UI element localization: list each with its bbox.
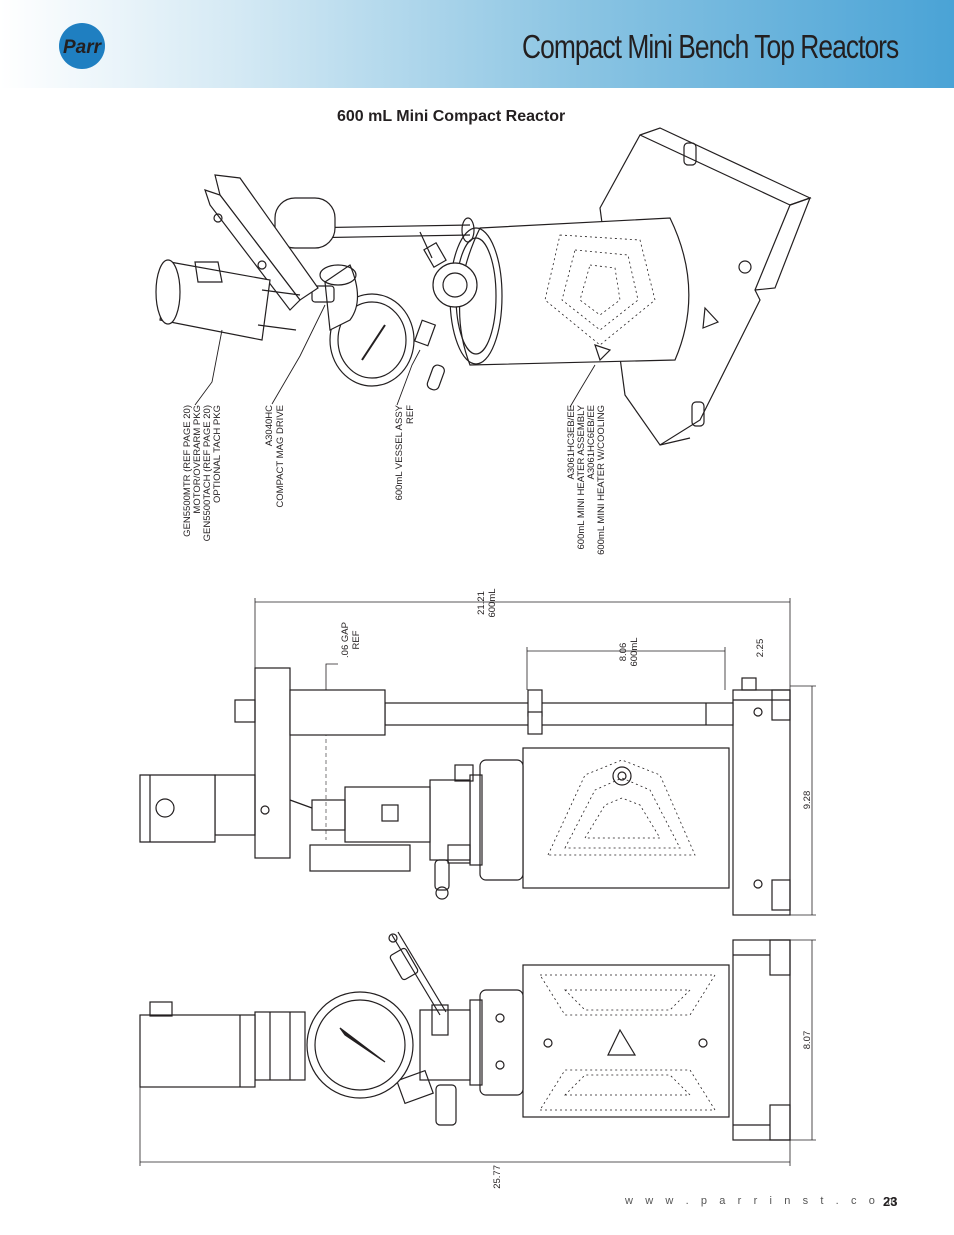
svg-text:A3040HC: A3040HC bbox=[264, 405, 275, 446]
dim-vessel-height: 8.06 600mL bbox=[618, 637, 640, 666]
callout-vessel: 600mL VESSEL ASSY REF bbox=[394, 404, 416, 500]
side-elevation-view bbox=[139, 598, 816, 916]
callout-leaders bbox=[194, 304, 596, 408]
callout-motor: GEN5500MTR (REF PAGE 20) MOTOR/OVERARM P… bbox=[182, 405, 223, 541]
svg-text:600mL MINI HEATER ASSEMBLY: 600mL MINI HEATER ASSEMBLY bbox=[576, 404, 587, 549]
figure-subtitle: 600 mL Mini Compact Reactor bbox=[337, 108, 566, 125]
dim-gap: .06 GAP REF bbox=[340, 622, 362, 658]
svg-text:600mL VESSEL ASSY: 600mL VESSEL ASSY bbox=[394, 404, 405, 500]
dim-overall-height: 21.21 600mL bbox=[476, 588, 498, 617]
svg-text:21.21: 21.21 bbox=[476, 591, 487, 615]
svg-text:GEN5500TACH (REF PAGE 20): GEN5500TACH (REF PAGE 20) bbox=[202, 405, 213, 541]
dim-overall-depth: 25.77 bbox=[492, 1165, 503, 1189]
isometric-view bbox=[155, 127, 812, 446]
svg-text:REF: REF bbox=[351, 630, 362, 649]
svg-text:OPTIONAL TACH PKG: OPTIONAL TACH PKG bbox=[212, 405, 223, 503]
callout-heater: A3061HC3EB/EE 600mL MINI HEATER ASSEMBLY… bbox=[566, 404, 607, 555]
dim-base-width: 9.28 bbox=[802, 791, 813, 810]
svg-text:A3061HC6EB/EE: A3061HC6EB/EE bbox=[586, 405, 597, 479]
svg-text:MOTOR/OVERARM PKG: MOTOR/OVERARM PKG bbox=[192, 405, 203, 514]
page-title: Compact Mini Bench Top Reactors bbox=[521, 28, 899, 65]
page-header-band: Parr Compact Mini Bench Top Reactors bbox=[0, 0, 954, 88]
callout-mag-drive: A3040HC COMPACT MAG DRIVE bbox=[264, 405, 286, 508]
footer-website: w w w . p a r r i n s t . c o m bbox=[625, 1195, 901, 1207]
svg-text:REF: REF bbox=[405, 405, 416, 424]
svg-text:.06 GAP: .06 GAP bbox=[340, 622, 351, 658]
svg-text:A3061HC3EB/EE: A3061HC3EB/EE bbox=[566, 405, 577, 479]
svg-text:600mL MINI HEATER W/COOLING: 600mL MINI HEATER W/COOLING bbox=[596, 405, 607, 555]
svg-text:600mL: 600mL bbox=[487, 588, 498, 617]
front-elevation-view bbox=[139, 931, 816, 1166]
dim-front-width: 8.07 bbox=[802, 1031, 813, 1050]
svg-text:600mL: 600mL bbox=[629, 637, 640, 666]
parr-logo: Parr bbox=[59, 23, 105, 69]
dim-base-offset: 2.25 bbox=[755, 639, 766, 658]
svg-text:GEN5500MTR (REF PAGE 20): GEN5500MTR (REF PAGE 20) bbox=[182, 405, 193, 537]
svg-text:8.06: 8.06 bbox=[618, 643, 629, 662]
svg-text:COMPACT MAG DRIVE: COMPACT MAG DRIVE bbox=[275, 405, 286, 508]
page-number: 23 bbox=[883, 1194, 898, 1209]
svg-text:Parr: Parr bbox=[63, 37, 103, 58]
